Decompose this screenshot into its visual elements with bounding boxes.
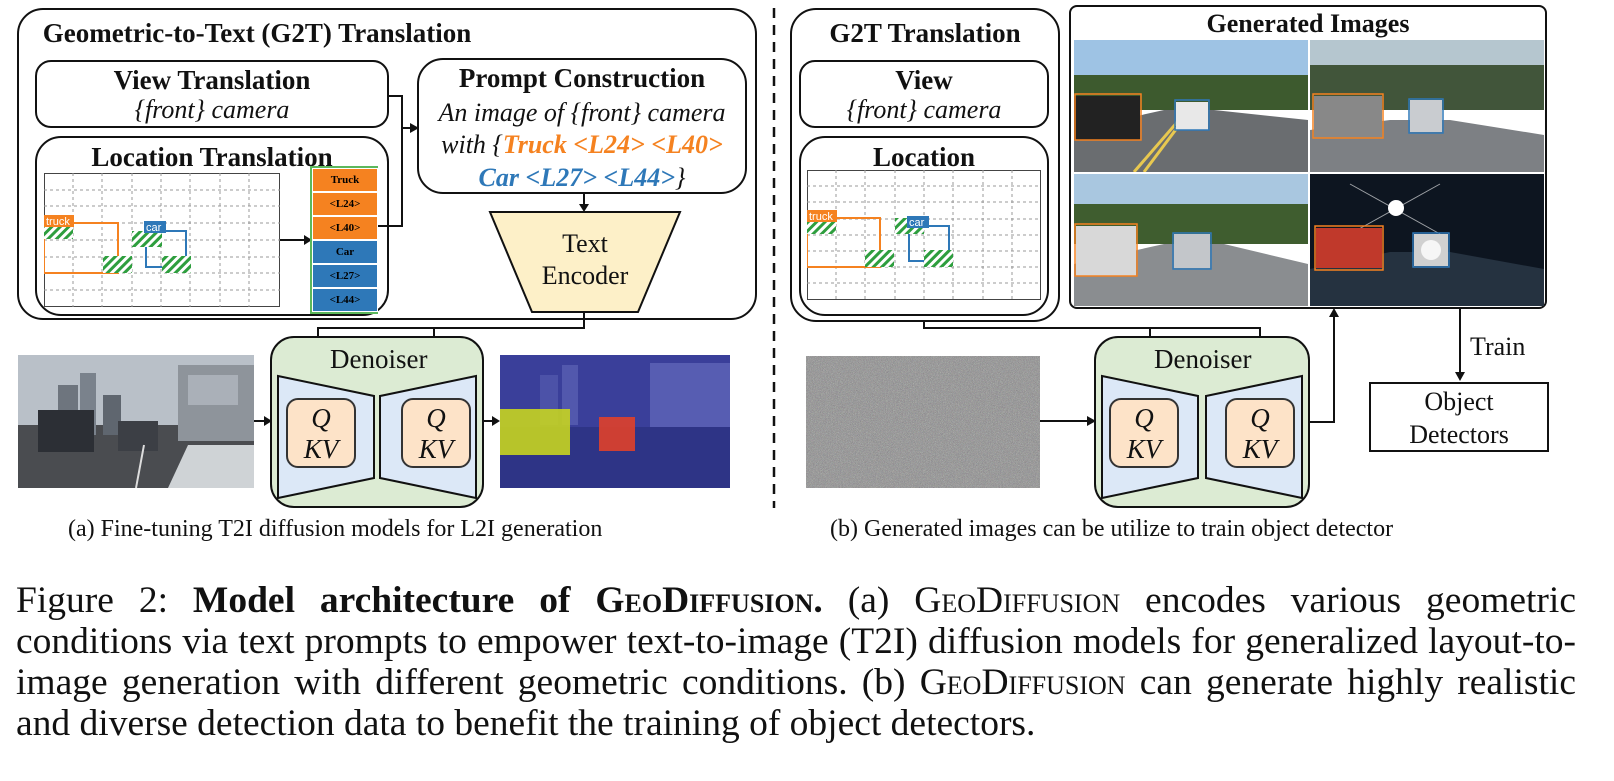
car-mask [599, 417, 635, 451]
figure-caption: Figure 2: Model architecture of GeoDiffu… [16, 580, 1576, 744]
location-right-title: Location [872, 142, 975, 172]
location-translation-title: Location Translation [91, 142, 333, 172]
output-layout-photo [500, 355, 730, 488]
truck-bbox-right [807, 217, 881, 268]
truck-tag: truck [46, 216, 70, 228]
generated-image-1 [1074, 40, 1308, 172]
kv-label: KV [418, 434, 454, 464]
input-to-denoiser-arrow [254, 416, 272, 426]
car-hatch-br-right [924, 250, 953, 267]
panel-divider [772, 8, 776, 508]
view-translation-box: View Translation {front} camera [35, 60, 389, 128]
car-tag-bg-right [907, 216, 929, 228]
prompt-close: } [675, 163, 686, 192]
caption-bold-period: . [813, 580, 823, 621]
car-tag-bg [144, 221, 166, 233]
grid-to-tokens-arrow [280, 235, 312, 245]
q-label: Q [1134, 403, 1154, 433]
token-l44: <L44> [312, 288, 378, 312]
to-prompt-connector [378, 95, 419, 227]
prompt-line2: with {Truck <L24> <L40> [419, 130, 745, 160]
prompt-truck-phrase: Truck <L24> <L40> [502, 130, 723, 159]
caption-model-name-1: GeoDiffusion [914, 580, 1121, 621]
text-encoder-line1: Text [562, 229, 608, 258]
truck-hatch-br [103, 256, 132, 273]
prompt-line3: Car <L27> <L44>} [419, 163, 745, 193]
g2t-panel-title: Geometric-to-Text (G2T) Translation [42, 18, 472, 48]
token-column: Truck <L24> <L40> Car <L27> <L44> [310, 166, 378, 314]
caption-b: (b) Generated images can be utilize to t… [830, 516, 1394, 542]
caption-model-name-2: GeoDiffusion [919, 662, 1126, 703]
qkv-block-left-2: Q KV [401, 398, 471, 468]
view-translation-subtitle: {front} camera [134, 95, 290, 124]
location-grid-right: truck car [807, 170, 1041, 300]
truck-hatch-br-right [865, 250, 894, 267]
caption-a: (a) Fine-tuning T2I diffusion models for… [68, 516, 603, 542]
train-arrow [1455, 309, 1465, 381]
object-detectors-line2: Detectors [1409, 420, 1509, 449]
caption-part-a1: (a) [822, 580, 915, 621]
figure-number: Figure 2: [16, 580, 193, 621]
qkv-block-right-2: Q KV [1225, 398, 1295, 468]
kv-label: KV [303, 434, 339, 464]
view-right-title: View [895, 65, 953, 95]
text-encoder-label: Text Encoder [520, 228, 650, 292]
text-encoder-shape [488, 211, 682, 313]
train-label: Train [1470, 332, 1526, 361]
kv-label: KV [1242, 434, 1278, 464]
generated-image-2 [1310, 40, 1544, 172]
prompt-car-phrase: Car <L27> <L44> [478, 163, 676, 192]
truck-tag-bg [44, 215, 74, 227]
caption-bold-a: Model architecture of [192, 580, 596, 621]
car-hatch-br [162, 256, 191, 273]
caption-bold-title: Model architecture of GeoDiffusion. [193, 580, 823, 621]
denoiser-to-generated-arrow [1308, 308, 1339, 423]
q-label: Q [311, 403, 331, 433]
token-truck: Truck [312, 168, 378, 192]
prompt-construction-box: Prompt Construction An image of {front} … [417, 58, 747, 194]
token-l40: <L40> [312, 216, 378, 240]
truck-bbox [44, 222, 119, 274]
view-translation-title: View Translation [113, 65, 311, 95]
denoiser-left-label: Denoiser [330, 344, 428, 374]
g2t-right-title: G2T Translation [829, 18, 1021, 48]
location-grid: truck car [44, 173, 280, 307]
qkv-block-right-1: Q KV [1109, 398, 1179, 468]
q-label: Q [426, 403, 446, 433]
prompt-to-encoder-arrow [579, 193, 589, 212]
qkv-block-left-1: Q KV [286, 398, 356, 468]
kv-label: KV [1126, 434, 1162, 464]
view-box-right: View {front} camera [799, 60, 1049, 128]
token-l27: <L27> [312, 264, 378, 288]
car-tag-right: car [909, 217, 925, 229]
token-l24: <L24> [312, 192, 378, 216]
prompt-line1: An image of {front} camera [438, 98, 726, 127]
prompt-with: with { [441, 130, 503, 159]
denoiser-right-label: Denoiser [1154, 344, 1252, 374]
car-tag: car [146, 222, 162, 234]
noise-input-image [806, 356, 1040, 488]
q-label: Q [1250, 403, 1270, 433]
noise-to-denoiser-arrow [1040, 416, 1096, 426]
text-encoder-line2: Encoder [541, 261, 629, 290]
prompt-construction-title: Prompt Construction [458, 63, 706, 93]
truck-mask [500, 409, 570, 455]
generated-images-title: Generated Images [1206, 9, 1410, 38]
input-street-photo [18, 355, 254, 488]
generated-image-4 [1310, 174, 1544, 306]
view-right-subtitle: {front} camera [846, 95, 1002, 124]
car-hatch-tl [132, 231, 162, 247]
generated-image-3 [1074, 174, 1308, 306]
truck-tag-bg-right [807, 210, 837, 222]
truck-tag-right: truck [809, 211, 833, 223]
caption-part-a2: encodes various geometric conditions via… [16, 580, 1576, 703]
object-detectors-line1: Object [1424, 387, 1494, 416]
object-detectors-box: Object Detectors [1369, 382, 1549, 452]
denoiser-to-output-arrow [484, 416, 500, 426]
caption-model-name-bold: GeoDiffusion [595, 580, 814, 621]
caption-part-b: can generate highly realistic and divers… [16, 662, 1576, 744]
token-car: Car [312, 240, 378, 264]
